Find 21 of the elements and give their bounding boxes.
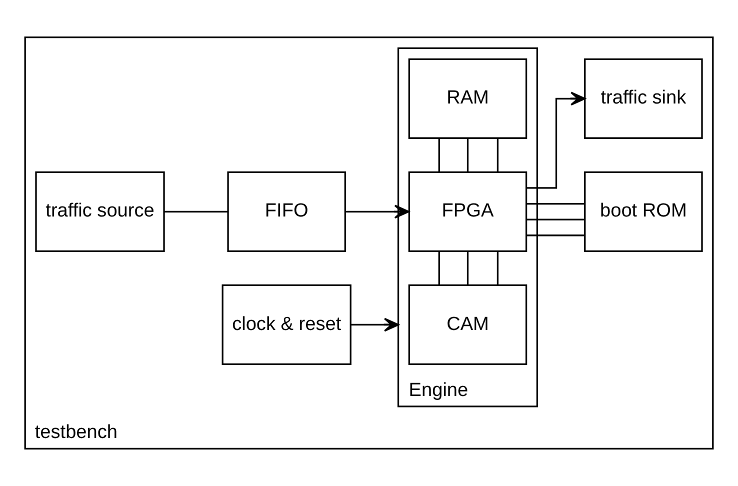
connector — [526, 218, 584, 220]
connector — [164, 210, 228, 212]
node-box: traffic source — [35, 171, 165, 252]
connector — [438, 138, 440, 172]
connector — [526, 234, 584, 236]
connector — [466, 251, 469, 286]
node-box: FIFO — [227, 171, 346, 252]
connector — [526, 202, 584, 205]
connector — [496, 138, 499, 172]
arrow — [345, 204, 410, 219]
connector — [466, 138, 469, 172]
connector — [496, 251, 499, 286]
node-box: clock & reset — [222, 284, 352, 366]
node-box: traffic sink — [584, 58, 703, 139]
arrow — [350, 318, 400, 332]
node-box: RAM — [408, 58, 528, 139]
node-box: CAM — [408, 284, 528, 366]
connector — [438, 251, 440, 286]
node-box: boot ROM — [584, 171, 703, 252]
node-box: FPGA — [408, 171, 528, 252]
arrow — [526, 92, 586, 189]
